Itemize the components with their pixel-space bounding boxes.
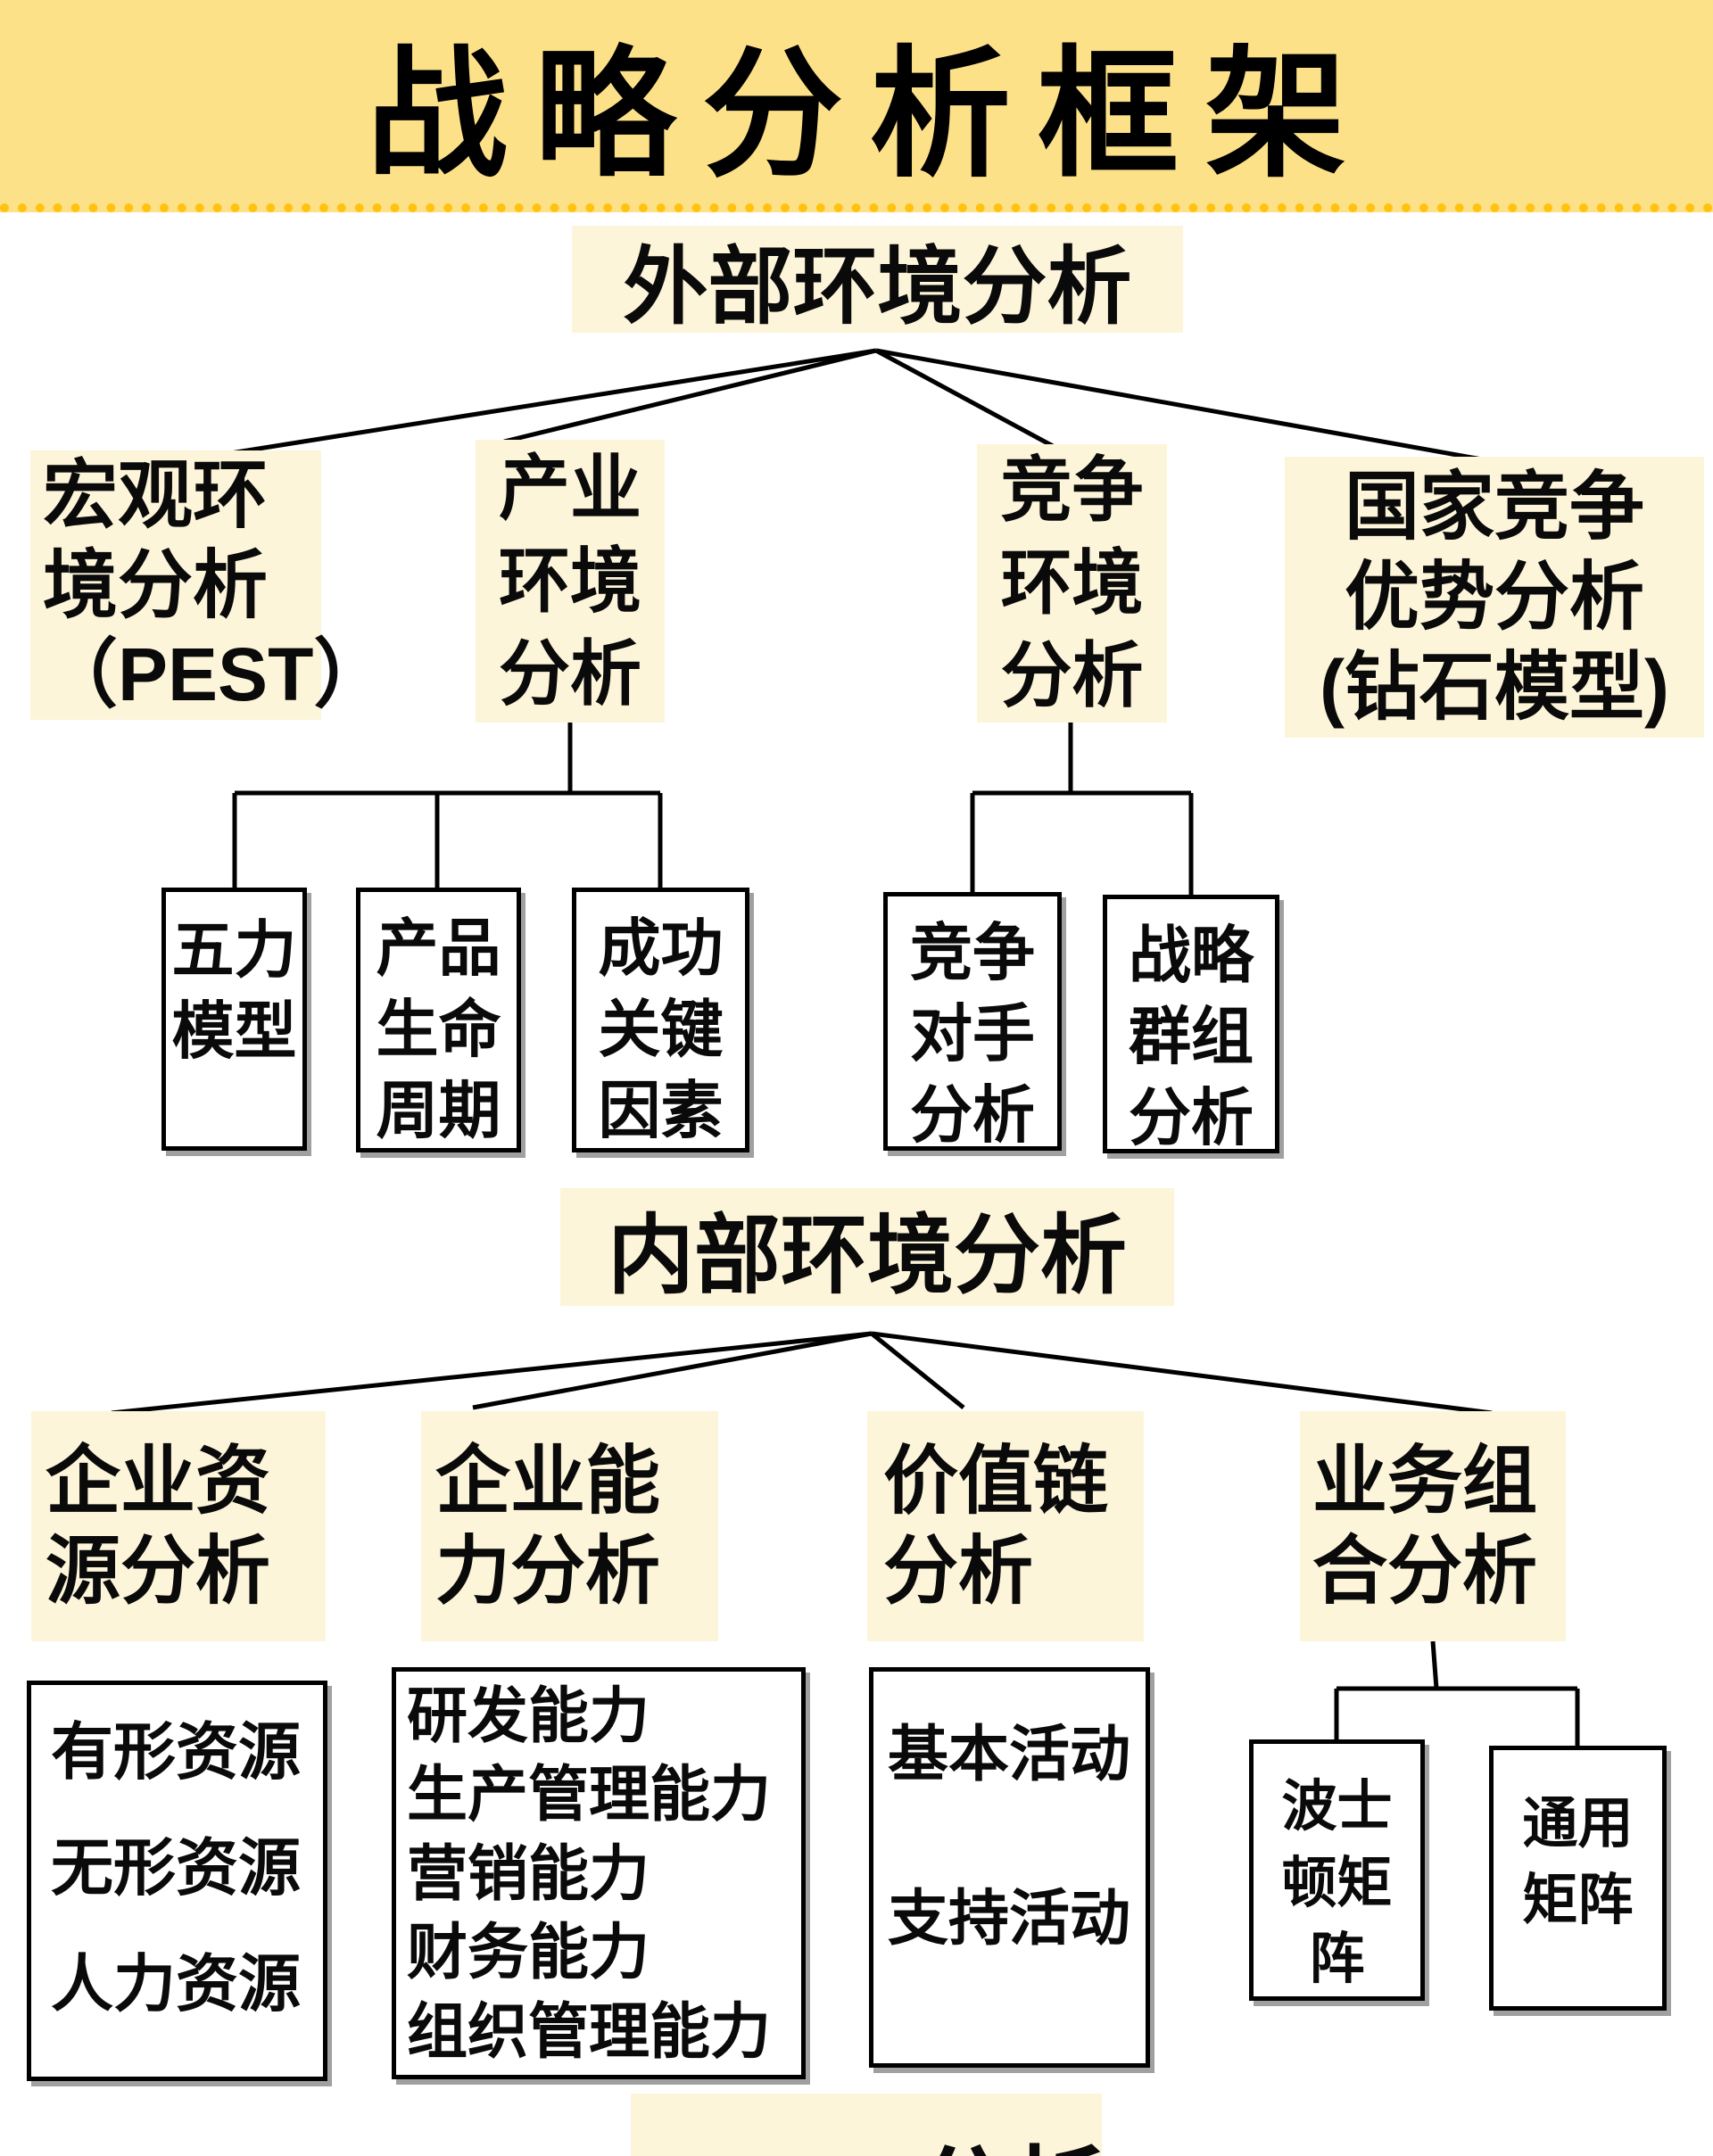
box-strategic-group-analysis: 战略 群组 分析 <box>1103 895 1279 1153</box>
fan-line-internal-4 <box>871 1331 1493 1416</box>
fan-line-external-1 <box>207 348 877 459</box>
branch-national-competitive-advantage: 国家竞争 优势分析 (钻石模型) <box>1285 457 1704 738</box>
box-five-forces-model: 五力 模型 <box>161 888 307 1151</box>
branch-enterprise-capability: 企业能 力分析 <box>421 1411 718 1641</box>
branch-industry-environment: 产业 环境 分析 <box>476 440 665 723</box>
box-boston-matrix: 波士 顿矩 阵 <box>1249 1739 1425 2001</box>
box-competitor-analysis: 竞争 对手 分析 <box>883 892 1062 1151</box>
branch-value-chain: 价值链 分析 <box>867 1411 1144 1641</box>
box-ge-matrix: 通用 矩阵 <box>1489 1746 1667 2011</box>
branch-competitive-environment: 竞争 环境 分析 <box>977 444 1167 723</box>
fan-line-internal-1 <box>111 1331 873 1416</box>
fan-line-external-4 <box>875 348 1493 464</box>
fan-line-internal-3 <box>870 1332 965 1409</box>
branch-enterprise-resources: 企业资 源分析 <box>31 1411 326 1641</box>
box-resource-types: 有形资源 无形资源 人力资源 <box>27 1681 327 2081</box>
box-key-success-factors: 成功 关键 因素 <box>572 888 749 1152</box>
branch-business-portfolio: 业务组 合分析 <box>1300 1411 1566 1641</box>
box-product-life-cycle: 产品 生命 周期 <box>356 888 521 1152</box>
tree-portfolio-trunk <box>1430 1640 1439 1689</box>
box-value-chain-activities: 基本活动 支持活动 <box>869 1667 1150 2068</box>
box-capability-types: 研发能力 生产管理能力 营销能力 财务能力 组织管理能力 <box>392 1667 806 2079</box>
fan-line-external-3 <box>874 348 1055 449</box>
page-title: 战略分析框架 <box>367 31 1373 197</box>
title-banner: 战略分析框架 <box>0 0 1713 212</box>
fan-line-external-2 <box>503 348 877 444</box>
branch-macro-environment-pest: 宏观环 境分析 （PEST） <box>30 450 388 720</box>
internal-section-header: 内部环境分析 <box>560 1188 1174 1306</box>
swot-section-header: SWOT分析 <box>625 2094 1107 2156</box>
fan-line-internal-2 <box>472 1331 873 1410</box>
external-section-header: 外部环境分析 <box>572 226 1183 335</box>
